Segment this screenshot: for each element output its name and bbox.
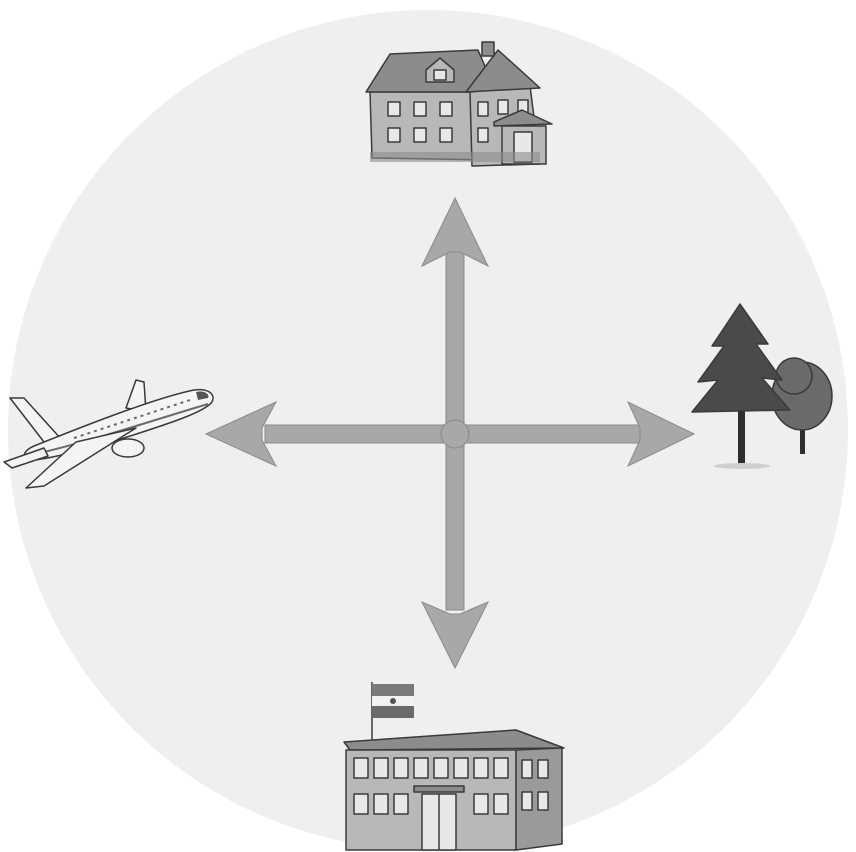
center-joint bbox=[441, 420, 469, 448]
flag bbox=[372, 684, 414, 718]
